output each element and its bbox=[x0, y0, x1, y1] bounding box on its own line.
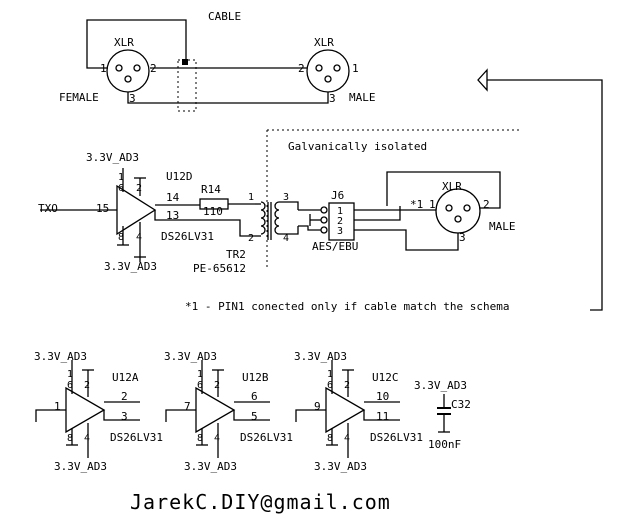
j6-pin3: 3 bbox=[337, 226, 343, 237]
author-email: JarekC.DIY@gmail.com bbox=[130, 490, 391, 514]
u12c-vcc-top: 3.3V_AD3 bbox=[294, 350, 347, 363]
cable-title: CABLE bbox=[208, 10, 241, 23]
u12b-pin-out-n: 5 bbox=[251, 410, 258, 423]
u12c-pin8: 8 bbox=[327, 433, 333, 444]
tr2-pin4: 4 bbox=[283, 233, 289, 244]
u12b-vcc-bottom: 3.3V_AD3 bbox=[184, 460, 237, 473]
cable-wires bbox=[86, 19, 329, 112]
j6-pin2: 2 bbox=[337, 216, 343, 227]
u12a-pin1: 1 bbox=[67, 369, 73, 380]
u12d-pin-out-p: 14 bbox=[166, 191, 180, 204]
r14-ref: R14 bbox=[201, 183, 221, 196]
u12c-pin-out-n: 11 bbox=[376, 410, 389, 423]
u12a-pin-out-n: 3 bbox=[121, 410, 128, 423]
u12d-pin2: 2 bbox=[136, 183, 142, 194]
u12b-pin-out-p: 6 bbox=[251, 390, 258, 403]
r14-value: 110 bbox=[203, 205, 223, 218]
output-xlr-male bbox=[354, 171, 501, 251]
xlr-male-label: XLR bbox=[314, 36, 334, 49]
u12b-pin1: 1 bbox=[197, 369, 203, 380]
u12b-pin6: 6 bbox=[197, 380, 203, 391]
u12b-part: DS26LV31 bbox=[240, 431, 293, 444]
u12b-pin4: 4 bbox=[214, 433, 220, 444]
isolation-label: Galvanically isolated bbox=[288, 140, 427, 153]
driver-u12d bbox=[40, 168, 200, 258]
footnote: *1 - PIN1 conected only if cable match t… bbox=[185, 300, 510, 313]
u12a-pin-out-p: 2 bbox=[121, 390, 128, 403]
spare-driver-u12c bbox=[295, 360, 400, 458]
u12d-part: DS26LV31 bbox=[161, 230, 214, 243]
u12b-pin-in: 7 bbox=[184, 400, 191, 413]
u12c-pin-in: 9 bbox=[314, 400, 321, 413]
u12a-pin-in: 1 bbox=[54, 400, 61, 413]
tr2-pin2: 2 bbox=[248, 233, 254, 244]
u12a-part: DS26LV31 bbox=[110, 431, 163, 444]
xlr-female-connector bbox=[106, 49, 150, 93]
transformer-tr2 bbox=[255, 201, 299, 240]
u12d-vcc-bottom: 3.3V_AD3 bbox=[104, 260, 157, 273]
u12b-vcc-top: 3.3V_AD3 bbox=[164, 350, 217, 363]
c32-vcc: 3.3V_AD3 bbox=[414, 379, 467, 392]
u12b-ref: U12B bbox=[242, 371, 269, 384]
u12a-pin2: 2 bbox=[84, 380, 90, 391]
xlr-male-connector bbox=[306, 49, 350, 93]
u12d-pin-in: 15 bbox=[96, 202, 109, 215]
u12c-pin1: 1 bbox=[327, 369, 333, 380]
c32-value: 100nF bbox=[428, 438, 461, 451]
u12b-pin8: 8 bbox=[197, 433, 203, 444]
c32-ref: C32 bbox=[451, 398, 471, 411]
tr2-part: PE-65612 bbox=[193, 262, 246, 275]
footnote-arrow bbox=[477, 68, 603, 311]
spare-driver-u12b bbox=[165, 360, 270, 458]
tr2-pin1: 1 bbox=[248, 192, 254, 203]
u12c-pin-out-p: 10 bbox=[376, 390, 389, 403]
u12d-ref: U12D bbox=[166, 170, 193, 183]
tr2-ref: TR2 bbox=[226, 248, 246, 261]
u12c-pin6: 6 bbox=[327, 380, 333, 391]
resistor-r14 bbox=[199, 198, 255, 237]
xlr-male-pin3: 3 bbox=[329, 92, 336, 105]
u12c-pin4: 4 bbox=[344, 433, 350, 444]
xlr-female-pin3: 3 bbox=[129, 92, 136, 105]
u12d-pin8: 8 bbox=[118, 232, 124, 243]
u12d-vcc-top: 3.3V_AD3 bbox=[86, 151, 139, 164]
j6-pin1: 1 bbox=[337, 206, 343, 217]
tr2-pin3: 3 bbox=[283, 192, 289, 203]
u12c-vcc-bottom: 3.3V_AD3 bbox=[314, 460, 367, 473]
u12d-pin-out-n: 13 bbox=[166, 209, 179, 222]
out-xlr-note-mark: *1 bbox=[410, 198, 423, 211]
u12c-ref: U12C bbox=[372, 371, 399, 384]
u12d-pin4: 4 bbox=[136, 232, 142, 243]
u12c-pin2: 2 bbox=[344, 380, 350, 391]
u12d-pin6: 6 bbox=[118, 183, 124, 194]
u12c-part: DS26LV31 bbox=[370, 431, 423, 444]
xlr-male-gender: MALE bbox=[349, 91, 376, 104]
xlr-male-pin1: 1 bbox=[352, 62, 359, 75]
u12b-pin2: 2 bbox=[214, 380, 220, 391]
u12a-vcc-top: 3.3V_AD3 bbox=[34, 350, 87, 363]
u12a-pin4: 4 bbox=[84, 433, 90, 444]
capacitor-c32 bbox=[437, 394, 451, 433]
out-xlr-pin1: 1 bbox=[429, 198, 436, 211]
u12d-input-net: TXO bbox=[38, 202, 58, 215]
u12a-pin8: 8 bbox=[67, 433, 73, 444]
out-xlr-label: XLR bbox=[442, 180, 462, 193]
u12a-vcc-bottom: 3.3V_AD3 bbox=[54, 460, 107, 473]
u12a-pin6: 6 bbox=[67, 380, 73, 391]
xlr-female-label: XLR bbox=[114, 36, 134, 49]
u12d-pin1: 1 bbox=[118, 172, 124, 183]
j6-ref: J6 bbox=[331, 189, 344, 202]
jack-j6 bbox=[298, 202, 355, 241]
xlr-female-gender: FEMALE bbox=[59, 91, 99, 104]
out-xlr-pin2: 2 bbox=[483, 198, 490, 211]
out-xlr-gender: MALE bbox=[489, 220, 516, 233]
u12a-ref: U12A bbox=[112, 371, 139, 384]
spare-driver-u12a bbox=[35, 360, 140, 458]
j6-type: AES/EBU bbox=[312, 240, 358, 253]
out-xlr-pin3: 3 bbox=[459, 231, 466, 244]
